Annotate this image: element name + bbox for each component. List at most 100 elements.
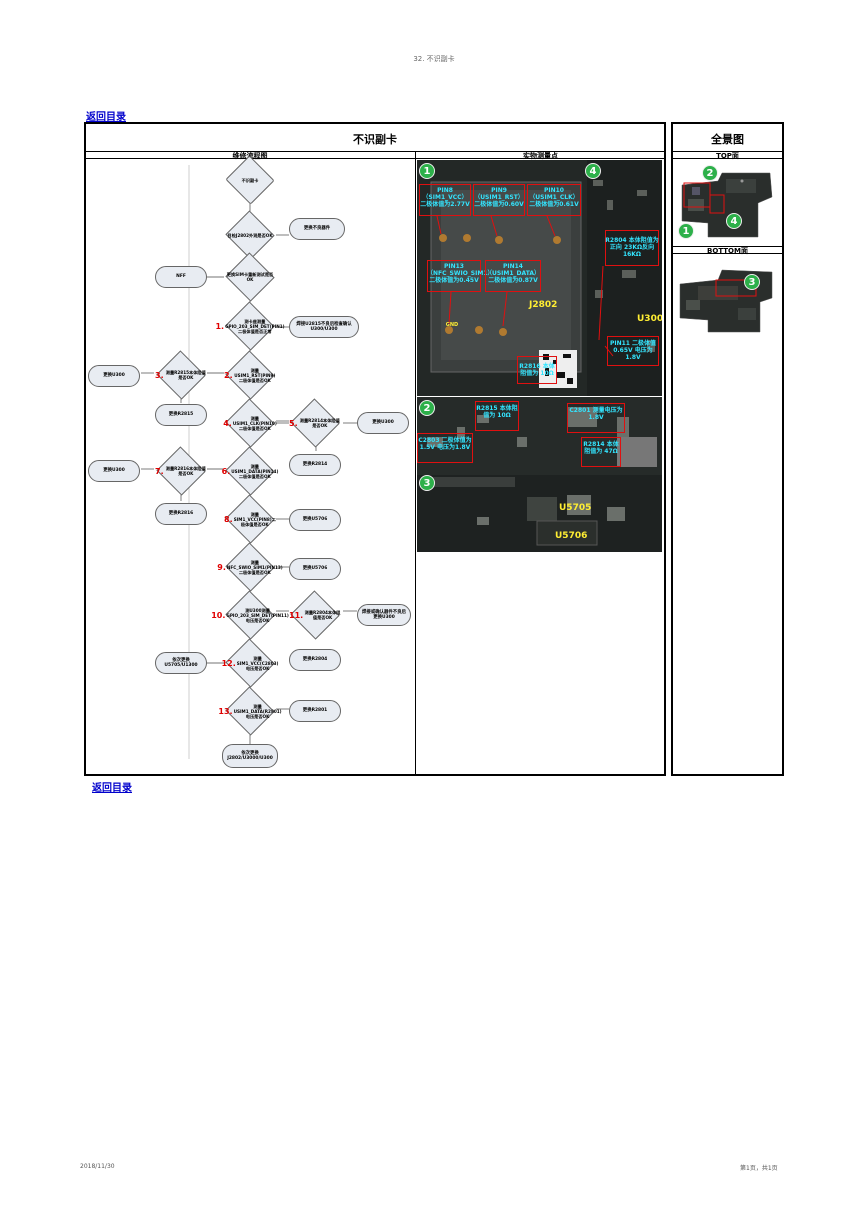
table-title: 不识副卡 — [353, 133, 397, 146]
flow-result-5b: 更换R2815 — [155, 404, 207, 426]
marker-2: 2 — [419, 400, 435, 416]
flow-decision-3: 1.测卡座测量 GPIO_203_SIM_DET(PIN1)二极体值是否正常 — [215, 301, 285, 351]
flow-decision-10-label: 8.测量 SIM1_VCC(PIN8)二极体值是否OK — [224, 511, 276, 527]
flow-decision-4-label: 2.测量 USIM1_RST(PIN9)二极体值是否OK — [224, 367, 276, 383]
flow-result-5a: 更换U300 — [88, 365, 140, 387]
flow-result-15a: 更换R2801 — [289, 700, 341, 722]
r2815-box — [475, 401, 519, 431]
r2804-label: R2804 本体阻值为正向 23KΩ反向16KΩ — [605, 237, 659, 258]
footer-page: 第1页，共1页 — [740, 1165, 778, 1172]
panorama-title: 全景图 — [711, 133, 744, 146]
marker-1-top: 1 — [678, 223, 694, 239]
bottom-board-photo: 3 — [678, 258, 776, 336]
bottom-label: BOTTOM面 — [707, 247, 748, 255]
flow-decision-6-label: 4.测量 USIM1_CLK(PIN10)二极体值是否OK — [223, 415, 277, 431]
flow-result-9a: 更换U300 — [88, 460, 140, 482]
flow-result-14: 依次更换U5705/U1300 — [155, 652, 207, 674]
flow-result-13: 焊接或确认器件不良后更换U300 — [357, 604, 411, 626]
flow-decision-12-label: 10.测U300测量 GPIO_203_SIM_DET(PIN11)电压是否OK — [211, 607, 289, 623]
flow-start: 不识副卡 — [224, 155, 276, 205]
pin11-box — [607, 336, 659, 366]
measure-photo-2: R2815 本体阻值为 10Ω C2803 二极体值为1.5V 电压为1.8V … — [417, 397, 662, 552]
marker-2-top: 2 — [702, 165, 718, 181]
pin9-label: PIN9 （USIM1_RST） 二极体值为0.60V — [474, 187, 524, 208]
top-board-photo: 2 1 4 — [678, 163, 776, 243]
c2801-box — [567, 403, 625, 433]
marker-3-bottom: 3 — [744, 274, 760, 290]
panorama-table — [671, 122, 784, 776]
flow-result-3: 焊接U2815不良后检查确认U300/U300 — [289, 316, 359, 338]
c2801-label: C2801 测量电压为 1.8V — [569, 407, 623, 421]
flow-decision-7-label: 5.测量R2814本体阻值是否OK — [289, 418, 340, 428]
flow-decision-4: 2.测量 USIM1_RST(PIN9)二极体值是否OK — [224, 350, 276, 400]
flow-decision-14: 12.测量 SIM1_VCC(C2803)电压是否OK — [221, 638, 279, 688]
flow-start-label: 不识副卡 — [241, 177, 259, 183]
flow-decision-10: 8.测量 SIM1_VCC(PIN8)二极体值是否OK — [224, 494, 276, 544]
flow-decision-13: 11.测量R2804本体阻值是否OK — [289, 590, 341, 640]
r2816-box — [517, 356, 557, 384]
photo-2-drawing — [417, 397, 662, 552]
flow-result-9b: 更换R2816 — [155, 503, 207, 525]
flow-decision-15-label: 13.测量 USIM1_DATA(R2801)电压是否OK — [218, 703, 282, 719]
back-to-toc-link-top[interactable]: 返回目录 — [86, 112, 126, 123]
marker-4-top: 4 — [726, 213, 742, 229]
r2815-label: R2815 本体阻值为 10Ω — [476, 405, 518, 419]
bottom-board-drawing — [679, 269, 773, 333]
flow-result-12: 更换R2804 — [289, 649, 341, 671]
flow-result-15b: 依次更换J2802/U3000/U300 — [222, 744, 278, 768]
back-to-toc-link-bottom[interactable]: 返回目录 — [92, 783, 132, 794]
flow-decision-5-label: 3.测量R2815本体阻值是否OK — [155, 370, 206, 380]
flow-decision-7: 5.测量R2814本体阻值是否OK — [289, 398, 341, 448]
pin13-box — [427, 260, 481, 292]
flow-decision-15: 13.测量 USIM1_DATA(R2801)电压是否OK — [218, 686, 282, 736]
pin14-label: PIN14 （USIM1_DATA） 二极体值为0.87V — [485, 263, 540, 284]
flow-decision-11-label: 9.测量 NFC_SWIO_SIM1(PIN13)二极体值是否OK — [217, 559, 283, 575]
pin11-label: PIN11 二极体值0.65V 电压为1.8V — [609, 340, 657, 361]
flow-result-1: 更换不良器件 — [289, 218, 345, 240]
flow-result-nff: NFF — [155, 266, 207, 288]
top-label: TOP面 — [716, 152, 739, 160]
j2802-label: J2802 — [529, 300, 558, 310]
flow-decision-8: 6.测量 USIM1_DATA(PIN14)二极体值是否OK — [221, 446, 279, 496]
page-header: 32. 不识副卡 — [413, 55, 455, 63]
footer-date: 2018/11/30 — [80, 1163, 115, 1170]
pin8-label: PIN8 （SIM1_VCC） 二极体值为2.77V — [420, 187, 470, 208]
flow-decision-14-label: 12.测量 SIM1_VCC(C2803)电压是否OK — [221, 655, 279, 671]
flow-result-7a: 更换U300 — [357, 412, 409, 434]
col-points-header: 实物测量点 — [523, 152, 558, 160]
r2814-box — [581, 437, 621, 467]
flow-decision-12: 10.测U300测量 GPIO_203_SIM_DET(PIN11)电压是否OK — [211, 590, 289, 640]
pin9-box — [473, 184, 525, 216]
pin10-box — [527, 184, 581, 216]
pin13-label: PIN13 （NFC_SWIO_SIM1） 二极体值为0.45V — [427, 263, 494, 284]
flow-decision-2: 更换SIM卡重新测试是否OK — [224, 252, 276, 302]
r2816-label: R2816 本体阻值为 10Ω — [519, 363, 555, 377]
measure-photo-1: PIN8 （SIM1_VCC） 二极体值为2.77V PIN9 （USIM1_R… — [417, 160, 662, 396]
flow-decision-6: 4.测量 USIM1_CLK(PIN10)二极体值是否OK — [223, 398, 277, 448]
pin14-box — [485, 260, 541, 292]
gnd-label: GND — [445, 322, 459, 328]
u5705-label: U5705 — [559, 503, 592, 513]
flow-decision-3-label: 1.测卡座测量 GPIO_203_SIM_DET(PIN1)二极体值是否正常 — [215, 318, 285, 334]
main-table — [84, 122, 666, 776]
marker-3: 3 — [419, 475, 435, 491]
flow-decision-1-label: 目检J2802外观是否OK — [227, 232, 273, 238]
c2803-box — [417, 433, 473, 463]
flow-decision-2-label: 更换SIM卡重新测试是否OK — [226, 272, 274, 282]
flow-decision-9: 7.测量R2816本体阻值是否OK — [155, 446, 207, 496]
flow-decision-8-label: 6.测量 USIM1_DATA(PIN14)二极体值是否OK — [221, 463, 279, 479]
r2804-box — [605, 230, 659, 266]
u5706-label: U5706 — [555, 531, 588, 541]
flow-decision-13-label: 11.测量R2804本体阻值是否OK — [289, 610, 341, 620]
flow-decision-9-label: 7.测量R2816本体阻值是否OK — [155, 466, 206, 476]
r2814-label: R2814 本体阻值为 47Ω — [583, 441, 619, 455]
marker-1: 1 — [419, 163, 435, 179]
u300-label: U300 — [637, 314, 662, 324]
top-board-drawing — [681, 172, 773, 238]
pin8-box — [419, 184, 471, 216]
flow-decision-11: 9.测量 NFC_SWIO_SIM1(PIN13)二极体值是否OK — [217, 542, 283, 592]
flow-result-7b: 更换R2814 — [289, 454, 341, 476]
flow-result-10: 更换U5706 — [289, 509, 341, 531]
photo-1-drawing — [417, 160, 662, 396]
flow-decision-5: 3.测量R2815本体阻值是否OK — [155, 350, 207, 400]
